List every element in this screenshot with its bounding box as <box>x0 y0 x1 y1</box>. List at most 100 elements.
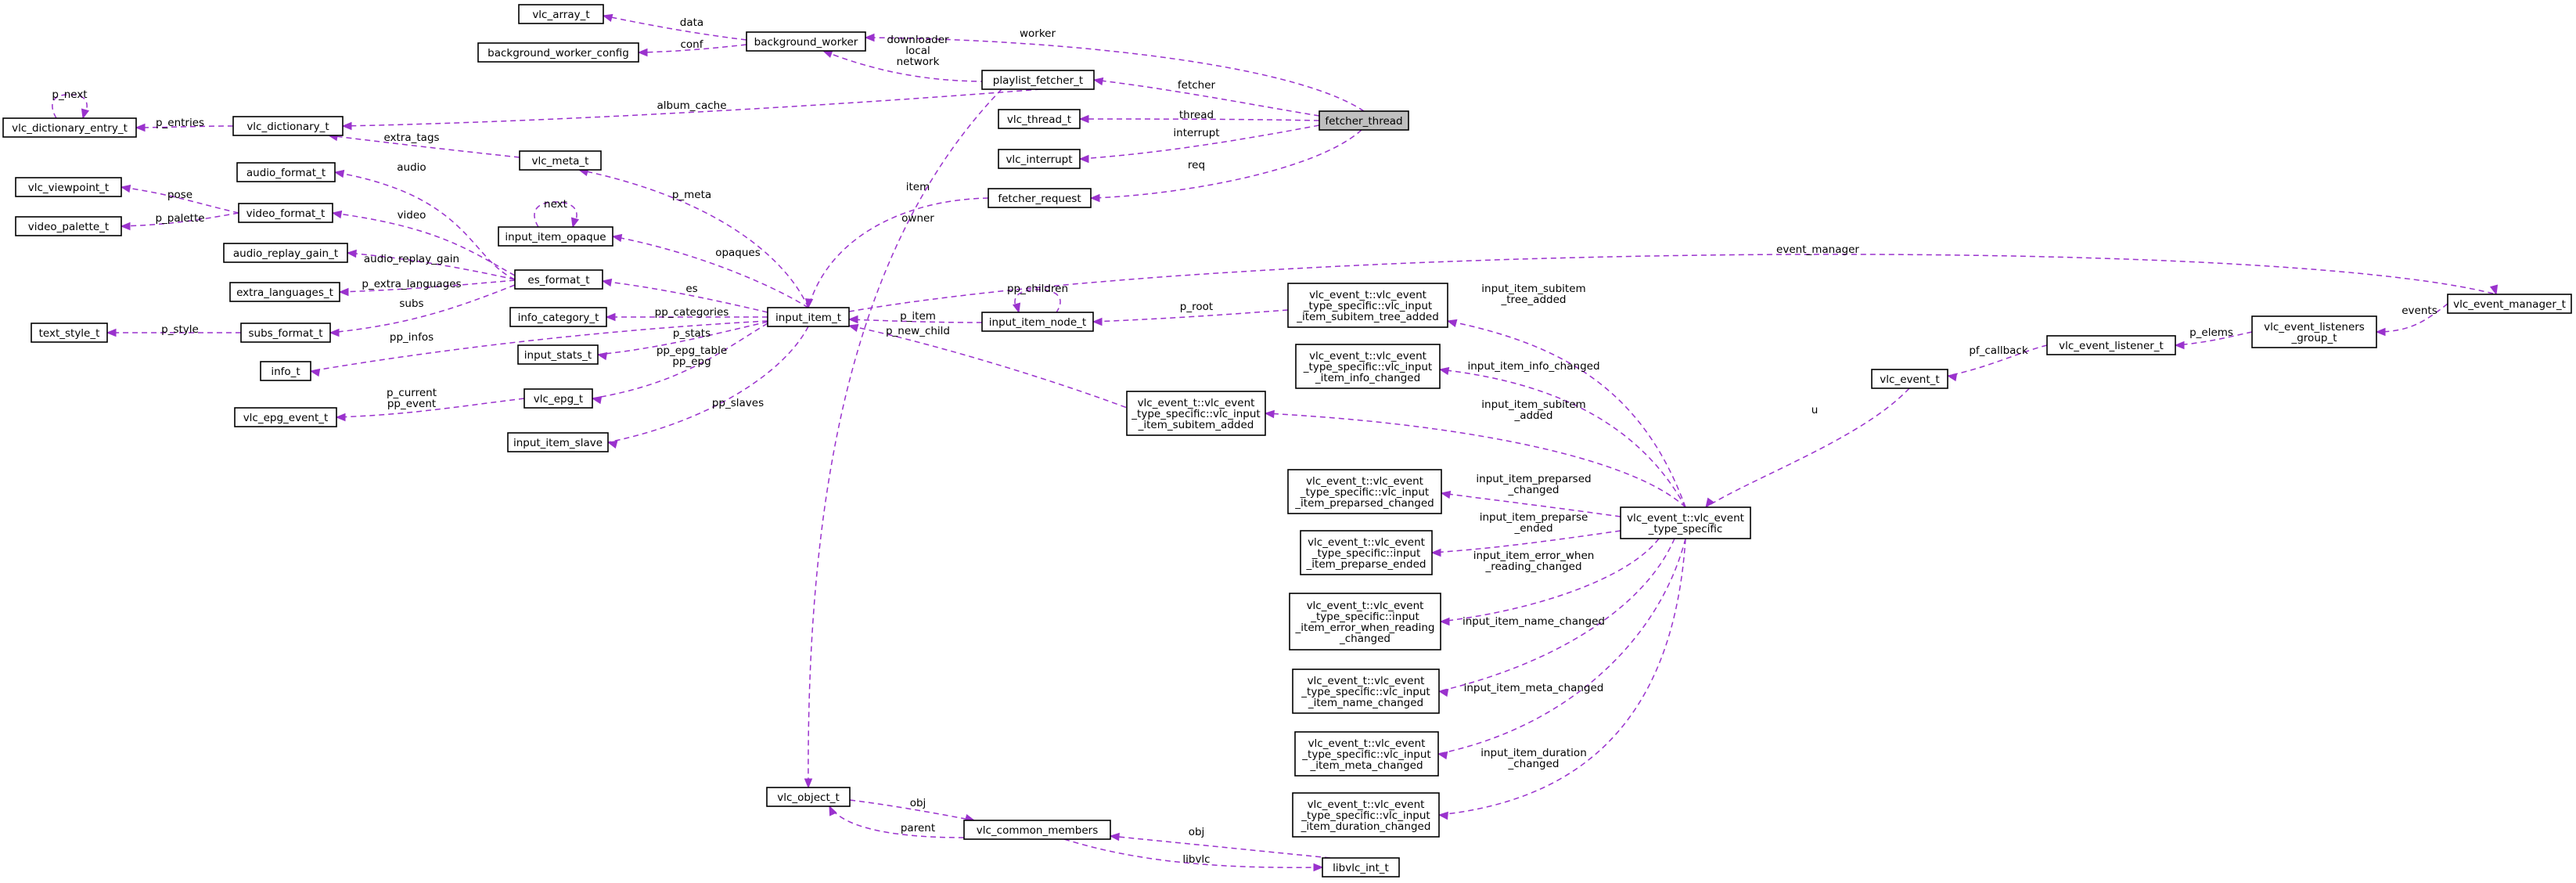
label-line: p_stats <box>673 327 711 340</box>
label-line: _item_info_changed <box>1315 372 1420 384</box>
edge-line <box>829 806 965 838</box>
edge-line <box>1063 838 1323 868</box>
node-playlist-fetcher-t[interactable]: playlist_fetcher_t <box>981 70 1095 90</box>
label-line: worker <box>1020 27 1056 40</box>
arrowhead-icon <box>1089 193 1100 203</box>
edge-line <box>1437 538 1686 755</box>
label-line: vlc_epg_t <box>534 393 583 405</box>
node-libvlc-int-t[interactable]: libvlc_int_t <box>1322 857 1400 878</box>
node-extra-languages-t[interactable]: extra_languages_t <box>229 282 340 302</box>
node-vlc-common-members[interactable]: vlc_common_members <box>963 820 1111 840</box>
node-input-item-opaque[interactable]: input_item_opaque <box>498 226 613 247</box>
node-audio-replay-gain-t[interactable]: audio_replay_gain_t <box>223 243 348 263</box>
edge-p-style: p_style <box>106 323 242 337</box>
node-video-format-t[interactable]: video_format_t <box>238 203 333 223</box>
node-text-style-t[interactable]: text_style_t <box>31 323 108 343</box>
label-line: subs_format_t <box>248 327 322 340</box>
node-box <box>240 323 331 343</box>
node-vlc-event-type-specific[interactable]: vlc_event_t::vlc_event_type_specific <box>1620 506 1751 539</box>
node-box <box>1871 369 1948 389</box>
node-vlc-event-t-meta-changed[interactable]: vlc_event_t::vlc_event_type_specific::vl… <box>1294 731 1439 777</box>
edge-line <box>808 88 1002 788</box>
label-line: vlc_array_t <box>532 9 589 21</box>
edge-label: es <box>685 283 697 295</box>
node-label: vlc_event_t::vlc_event_type_specific::vl… <box>1301 675 1430 709</box>
node-vlc-event-t-name-changed[interactable]: vlc_event_t::vlc_event_type_specific::vl… <box>1292 669 1440 714</box>
node-label: fetcher_thread <box>1325 115 1402 128</box>
node-vlc-epg-t[interactable]: vlc_epg_t <box>523 388 593 409</box>
node-input-stats-t[interactable]: input_stats_t <box>517 344 599 365</box>
arrowhead-icon <box>1092 77 1104 86</box>
edge-label: events <box>2402 305 2437 317</box>
label-line: input_item_opaque <box>505 231 606 243</box>
node-vlc-event-t-preparse-ended[interactable]: vlc_event_t::vlc_event_type_specific::in… <box>1300 530 1433 575</box>
node-vlc-viewpoint-t[interactable]: vlc_viewpoint_t <box>15 177 122 197</box>
node-vlc-event-t-info-changed[interactable]: vlc_event_t::vlc_event_type_specific::vl… <box>1295 344 1441 389</box>
edge-line <box>342 88 1042 127</box>
node-video-palette-t[interactable]: video_palette_t <box>15 216 122 236</box>
edge-label: p_palette <box>155 212 204 225</box>
label-line: u <box>1811 404 1819 416</box>
edge-libvlc: libvlc <box>1063 838 1324 872</box>
node-vlc-event-listener-t[interactable]: vlc_event_listener_t <box>2046 335 2176 355</box>
arrowhead-icon <box>120 184 131 193</box>
arrowhead-icon <box>1437 688 1449 697</box>
node-vlc-array-t[interactable]: vlc_array_t <box>518 4 604 24</box>
node-vlc-dictionary-entry-t[interactable]: vlc_dictionary_entry_t <box>2 117 137 138</box>
label-line: es <box>685 283 697 295</box>
edge-pp-categories: pp_categories <box>605 306 768 322</box>
node-input-item-node-t[interactable]: input_item_node_t <box>981 312 1094 332</box>
label-line: input_item_meta_changed <box>1464 682 1604 694</box>
node-box <box>509 307 607 327</box>
edge-item: item <box>804 181 989 309</box>
node-vlc-event-t-subitem-added[interactable]: vlc_event_t::vlc_event_type_specific::vl… <box>1126 391 1266 436</box>
node-fetcher-request[interactable]: fetcher_request <box>988 188 1092 208</box>
label-line: network <box>897 56 940 68</box>
node-vlc-event-t-subitem-tree-added[interactable]: vlc_event_t::vlc_event_type_specific::vl… <box>1287 283 1448 328</box>
node-vlc-object-t[interactable]: vlc_object_t <box>766 787 851 807</box>
node-vlc-event-listeners-group-t[interactable]: vlc_event_listeners_group_t <box>2251 315 2377 348</box>
node-vlc-event-t[interactable]: vlc_event_t <box>1871 369 1948 389</box>
node-info-category-t[interactable]: info_category_t <box>509 307 607 327</box>
node-audio-format-t[interactable]: audio_format_t <box>236 162 336 182</box>
edge-label: opaques <box>715 247 761 259</box>
node-info-t[interactable]: info_t <box>260 361 311 381</box>
edge-line <box>121 186 239 214</box>
node-es-format-t[interactable]: es_format_t <box>514 269 603 290</box>
node-vlc-interrupt[interactable]: vlc_interrupt <box>998 149 1081 169</box>
label-line: p_entries <box>156 117 204 129</box>
node-vlc-epg-event-t[interactable]: vlc_epg_event_t <box>234 407 337 427</box>
node-label: vlc_epg_t <box>534 393 583 405</box>
arrowhead-icon <box>333 169 345 178</box>
node-vlc-event-t-error-when-reading[interactable]: vlc_event_t::vlc_event_type_specific::in… <box>1289 593 1441 651</box>
node-vlc-dictionary-t[interactable]: vlc_dictionary_t <box>232 116 344 136</box>
node-background-worker[interactable]: background_worker <box>746 31 866 52</box>
edge-label: conf <box>681 38 704 51</box>
label-line: subs <box>399 297 423 310</box>
label-line: _type_specific::vlc_input <box>1303 361 1432 373</box>
node-label: input_stats_t <box>524 349 592 362</box>
node-vlc-meta-t[interactable]: vlc_meta_t <box>519 150 602 171</box>
node-fetcher-thread[interactable]: fetcher_thread <box>1319 110 1409 131</box>
label-line: audio_replay_gain <box>364 253 459 265</box>
node-label: vlc_viewpoint_t <box>28 182 109 194</box>
node-vlc-event-t-duration-changed[interactable]: vlc_event_t::vlc_event_type_specific::vl… <box>1292 792 1440 838</box>
node-background-worker-config[interactable]: background_worker_config <box>477 42 639 63</box>
node-subs-format-t[interactable]: subs_format_t <box>240 323 331 343</box>
node-vlc-event-manager-t[interactable]: vlc_event_manager_t <box>2447 294 2572 314</box>
edge-line <box>597 321 768 355</box>
arrowhead-icon <box>847 315 858 324</box>
node-input-item-slave[interactable]: input_item_slave <box>507 432 609 452</box>
label-line: data <box>680 16 703 29</box>
label-line: pp_categories <box>655 306 729 319</box>
node-vlc-event-t-preparsed-changed[interactable]: vlc_event_t::vlc_event_type_specific::vl… <box>1287 469 1442 514</box>
arrowhead-icon <box>81 108 90 120</box>
node-input-item-t[interactable]: input_item_t <box>767 307 850 327</box>
edge-label: p_meta <box>672 189 711 201</box>
edge-line <box>1438 538 1675 692</box>
edge-event-manager: event_manager <box>848 243 2499 312</box>
node-vlc-thread-t[interactable]: vlc_thread_t <box>998 109 1081 129</box>
edge-label: obj <box>1189 826 1205 838</box>
